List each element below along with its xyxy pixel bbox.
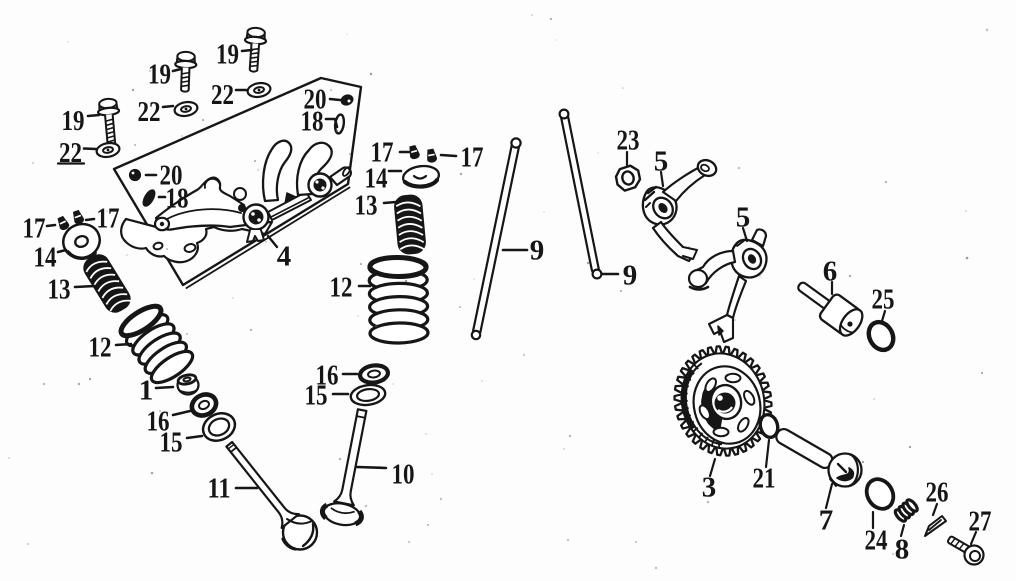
svg-text:4: 4: [277, 241, 292, 273]
svg-text:13: 13: [48, 274, 71, 306]
svg-text:22: 22: [59, 137, 82, 169]
svg-text:16: 16: [147, 406, 170, 438]
svg-text:12: 12: [89, 332, 112, 364]
svg-text:11: 11: [208, 473, 231, 505]
svg-text:17: 17: [371, 137, 394, 169]
svg-text:19: 19: [148, 59, 171, 91]
svg-text:14: 14: [34, 242, 57, 274]
svg-text:18: 18: [166, 183, 189, 215]
svg-text:17: 17: [461, 142, 484, 174]
svg-text:24: 24: [865, 525, 888, 557]
svg-text:1: 1: [139, 375, 154, 407]
svg-text:12: 12: [330, 272, 353, 304]
svg-text:20: 20: [304, 84, 327, 116]
svg-text:13: 13: [355, 190, 378, 222]
svg-text:22: 22: [138, 96, 161, 128]
svg-text:15: 15: [305, 380, 328, 412]
svg-text:10: 10: [392, 459, 415, 491]
svg-text:9: 9: [530, 235, 545, 267]
svg-text:26: 26: [926, 477, 949, 509]
svg-text:20: 20: [160, 160, 183, 192]
svg-text:15: 15: [160, 427, 183, 459]
svg-text:21: 21: [753, 463, 776, 495]
svg-text:19: 19: [62, 105, 85, 137]
svg-text:22: 22: [211, 79, 234, 111]
svg-text:19: 19: [216, 39, 239, 71]
svg-text:14: 14: [365, 163, 388, 195]
svg-text:17: 17: [97, 203, 120, 235]
svg-text:18: 18: [301, 106, 324, 138]
svg-text:8: 8: [895, 534, 910, 566]
svg-text:25: 25: [872, 284, 895, 316]
svg-text:3: 3: [702, 472, 717, 504]
svg-text:6: 6: [823, 256, 838, 288]
svg-text:16: 16: [316, 360, 339, 392]
svg-text:5: 5: [654, 146, 669, 178]
svg-text:5: 5: [736, 202, 751, 234]
svg-text:7: 7: [819, 505, 834, 537]
svg-text:23: 23: [617, 125, 640, 157]
svg-text:9: 9: [623, 260, 638, 292]
svg-text:17: 17: [23, 213, 46, 245]
svg-text:27: 27: [969, 506, 992, 538]
